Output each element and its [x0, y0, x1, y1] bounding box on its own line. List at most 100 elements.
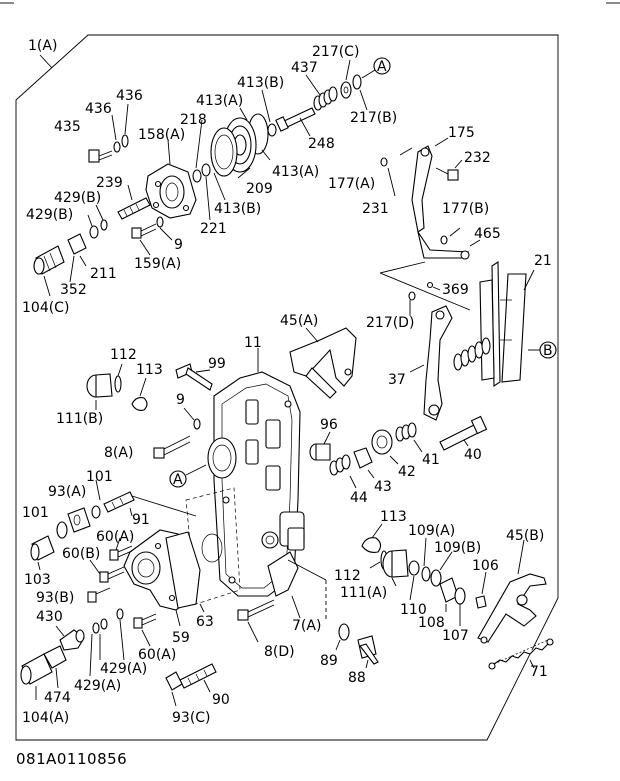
washer-217d [408, 291, 416, 301]
label-413a-top: 413(A) [196, 93, 243, 109]
label-437: 437 [291, 60, 318, 76]
screw-239 [117, 197, 151, 220]
label-43: 43 [374, 479, 392, 495]
pin-248 [275, 107, 316, 132]
label-60a-bot: 60(A) [138, 647, 176, 663]
rod-465 [417, 231, 470, 260]
label-413a-mid: 413(A) [272, 164, 319, 180]
label-108: 108 [418, 615, 445, 631]
washer-436a [113, 141, 121, 153]
label-110: 110 [400, 602, 427, 618]
plug-96 [309, 443, 331, 461]
housing-59 [123, 529, 201, 611]
label-37: 37 [388, 372, 406, 388]
label-96: 96 [320, 417, 338, 433]
washer-413b-top [267, 123, 277, 137]
label-40: 40 [464, 447, 482, 463]
washer-110 [408, 560, 420, 576]
label-45a: 45(A) [280, 313, 318, 329]
pin-369 [426, 281, 434, 289]
label-112-top: 112 [110, 347, 137, 363]
washer-429a-1 [92, 622, 100, 634]
washer-93a [91, 505, 101, 519]
washer-107 [454, 587, 466, 605]
label-465: 465 [474, 226, 501, 242]
label-101-a: 101 [86, 469, 113, 485]
bolt-232 [435, 167, 459, 181]
label-1a: 1(A) [28, 38, 57, 54]
label-175: 175 [448, 125, 475, 141]
clip-113-top [131, 397, 148, 411]
label-158a: 158(A) [138, 127, 185, 143]
label-221: 221 [200, 221, 227, 237]
cap-103 [30, 535, 55, 561]
label-11: 11 [244, 335, 262, 351]
label-113-mid: 113 [380, 509, 407, 525]
bracket-7a [267, 511, 305, 597]
callout-b-right-text: B [543, 343, 553, 359]
bolt-8d [237, 599, 275, 621]
plug-211 [67, 233, 87, 255]
part-labels: 1(A) 217(C) 437 413(B) 413(A) 217(B) 436… [22, 38, 552, 726]
diagram-code: 081A0110856 [16, 750, 127, 768]
label-88: 88 [348, 670, 366, 686]
label-177a: 177(A) [328, 176, 375, 192]
callout-b-right [539, 341, 557, 359]
nipple-474 [43, 645, 67, 669]
callout-a-mid [169, 470, 187, 488]
housing-158a [145, 163, 197, 219]
callout-a-mid-text: A [173, 472, 183, 488]
label-111a: 111(A) [340, 585, 387, 601]
label-218: 218 [180, 112, 207, 128]
bolt-60a-bot [133, 613, 157, 629]
label-413b-mid: 413(B) [214, 201, 261, 217]
label-436a: 436 [116, 88, 143, 104]
label-436b: 436 [85, 101, 112, 117]
label-369: 369 [442, 282, 469, 298]
callout-a-top-text: A [377, 59, 387, 75]
washer-217b [352, 74, 362, 90]
label-413b-top: 413(B) [237, 75, 284, 91]
diagram-frame [15, 34, 559, 741]
bolt-159a [131, 223, 157, 239]
screw-91 [103, 491, 135, 513]
label-59: 59 [172, 630, 190, 646]
label-104c: 104(C) [22, 300, 69, 316]
label-112-mid: 112 [334, 568, 361, 584]
label-113-top: 113 [136, 362, 163, 378]
label-159a: 159(A) [134, 256, 181, 272]
label-60b: 60(B) [62, 546, 100, 562]
label-89: 89 [320, 653, 338, 669]
washer-9-mid [193, 418, 201, 430]
pin-99 [175, 363, 213, 391]
label-217c: 217(C) [312, 44, 359, 60]
washer-436b [121, 134, 129, 148]
spring-44 [329, 454, 351, 476]
spring-41 [395, 422, 417, 442]
cap-104c [33, 245, 65, 275]
label-109b: 109(B) [434, 540, 481, 556]
lever-45b [477, 573, 547, 644]
bolt-435 [88, 149, 113, 163]
washer-109b [430, 569, 442, 587]
label-45b: 45(B) [506, 528, 544, 544]
label-429a-1: 429(A) [100, 661, 147, 677]
nut-218b [201, 163, 211, 177]
washer-429b-1 [100, 219, 108, 231]
cap-104a [20, 653, 53, 685]
washer-217c [340, 81, 352, 99]
bolt-8a [153, 435, 191, 459]
lever-37 [423, 305, 453, 421]
nut-43 [353, 447, 373, 469]
label-209: 209 [246, 181, 273, 197]
spring-37 [453, 337, 491, 371]
label-7a: 7(A) [292, 618, 321, 634]
plug-111b [86, 373, 113, 398]
diaphragm-209 [210, 113, 269, 177]
spring-437 [313, 86, 338, 111]
label-104a: 104(A) [22, 710, 69, 726]
label-90: 90 [212, 692, 230, 708]
bushing-101-a [56, 521, 68, 539]
ring-112-top [114, 375, 122, 393]
